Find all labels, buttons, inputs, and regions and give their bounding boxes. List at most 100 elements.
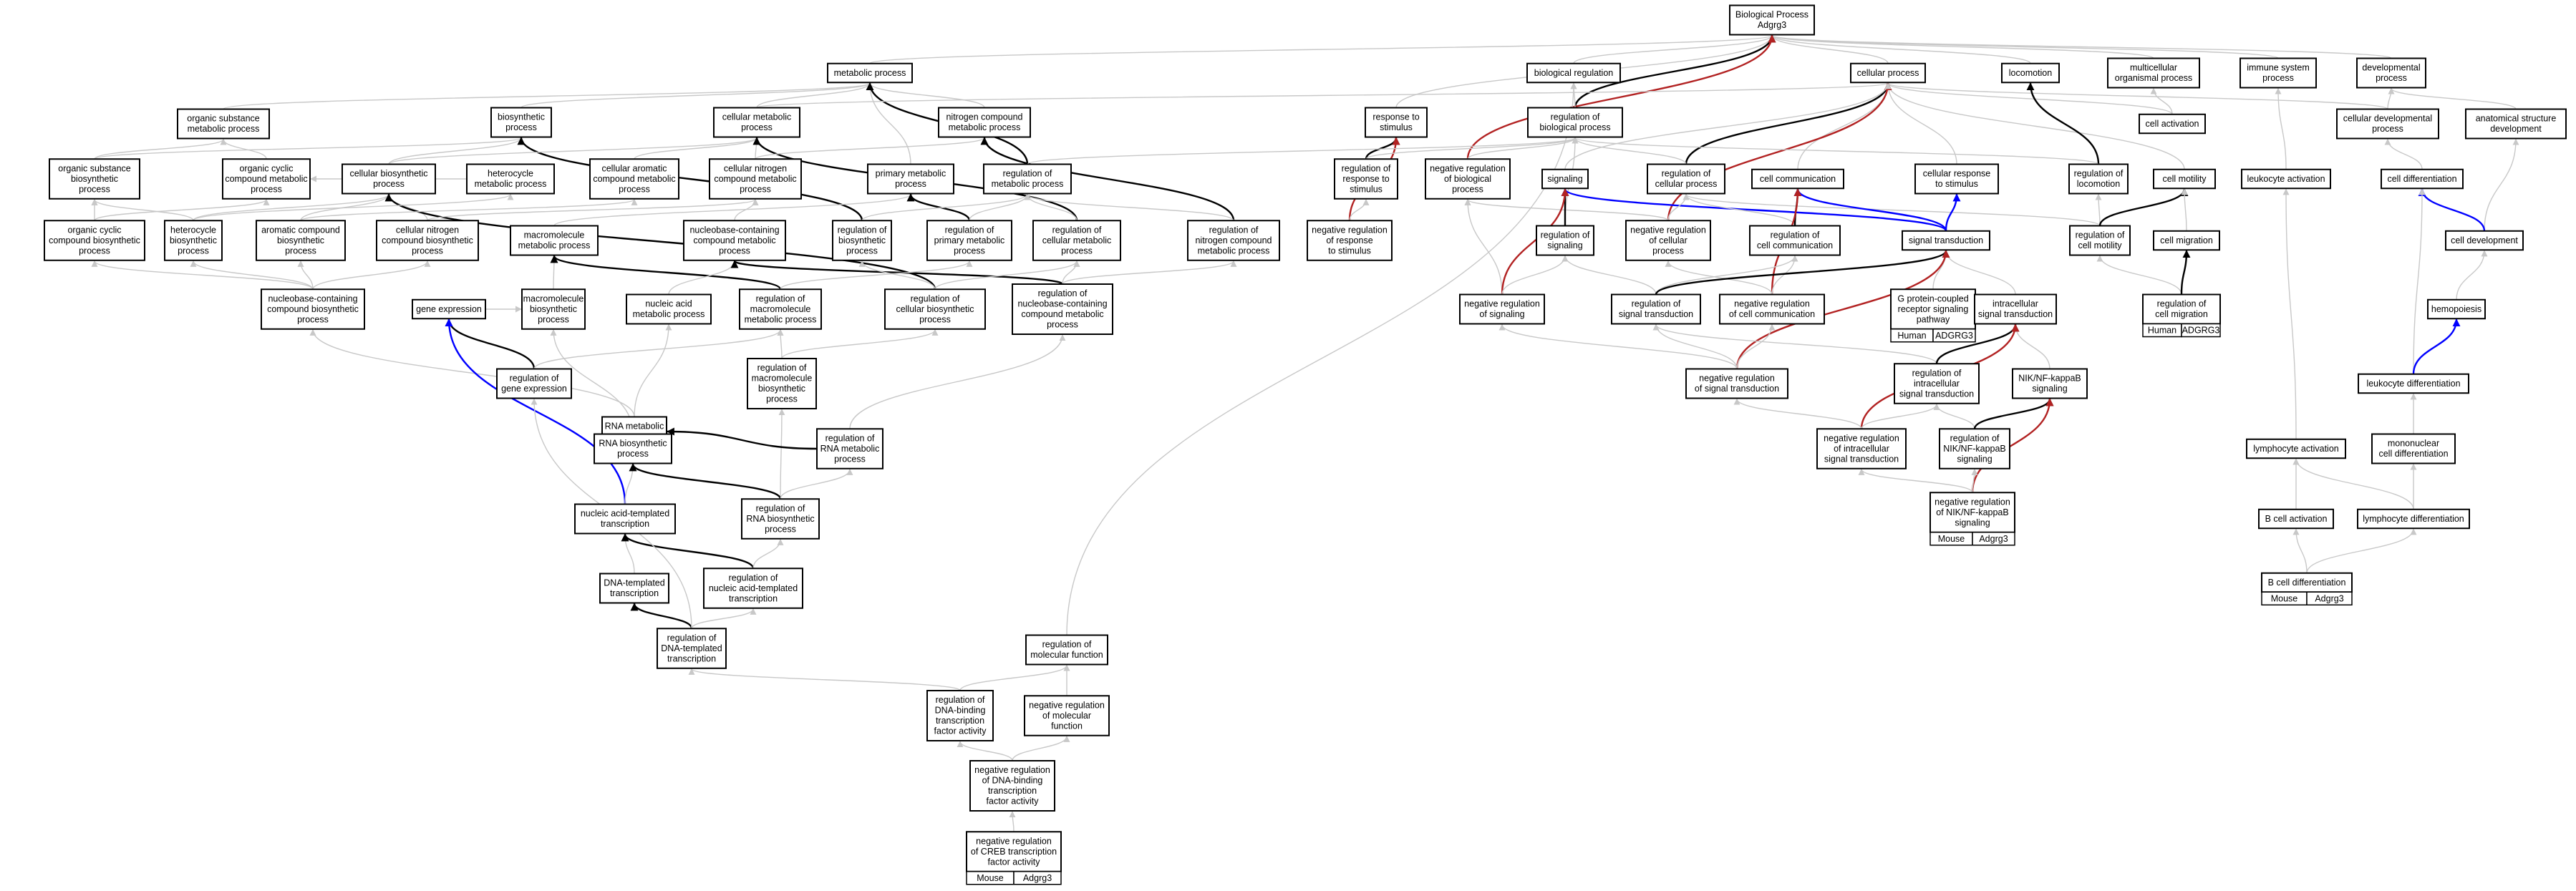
go-term-cellcomm[interactable]: cell communication xyxy=(1751,168,1844,190)
go-term-leukdiff[interactable]: leukocyte differentiation xyxy=(2358,373,2469,394)
go-term-cellmot[interactable]: cell motility xyxy=(2153,168,2216,190)
go-term-sigtrans[interactable]: signal transduction xyxy=(1902,230,1990,251)
term-label-line: process xyxy=(741,122,773,132)
go-term-signaling[interactable]: signaling xyxy=(1541,168,1589,190)
go-term-leukact[interactable]: leukocyte activation xyxy=(2241,168,2331,190)
go-term-cellmig[interactable]: cell migration xyxy=(2153,230,2220,251)
go-term-celldiff[interactable]: cell differentiation xyxy=(2381,168,2464,190)
go-term-bcellact[interactable]: B cell activation xyxy=(2258,508,2334,530)
go-term-cellact[interactable]: cell activation xyxy=(2139,113,2206,135)
term-label-line: macromolecule xyxy=(523,293,584,303)
go-term-geneexp[interactable]: gene expression xyxy=(412,298,486,320)
go-term-lymphact[interactable]: lymphocyte activation xyxy=(2246,438,2346,459)
go-term-celldev[interactable]: cell development xyxy=(2445,230,2524,251)
term-label-line: nitrogen compound xyxy=(946,112,1022,122)
go-term-locomotion[interactable]: locomotion xyxy=(2001,62,2060,84)
go-term-metabolic[interactable]: metabolic process xyxy=(827,62,913,84)
term-box xyxy=(44,220,145,261)
go-term-bioreg[interactable]: biological regulation xyxy=(1526,62,1621,84)
go-term-cellproc[interactable]: cellular process xyxy=(1850,62,1926,84)
term-label-line: cellular nitrogen xyxy=(724,163,787,173)
go-term-reg-macrobio[interactable]: regulation ofmacromoleculebiosyntheticpr… xyxy=(747,358,817,409)
term-label-line: regulation of xyxy=(2076,230,2125,240)
edge-gray-macrometa-to-primmeta xyxy=(553,193,914,227)
go-term-reg-dnabind[interactable]: regulation ofDNA-bindingtranscriptionfac… xyxy=(926,690,994,741)
go-term-lymphdiff[interactable]: lymphocyte differentiation xyxy=(2357,508,2470,530)
go-term-reg-nucbasemeta[interactable]: regulation ofnucleobase-containingcompou… xyxy=(1012,283,1113,335)
go-term-hemo[interactable]: hemopoiesis xyxy=(2427,298,2486,320)
